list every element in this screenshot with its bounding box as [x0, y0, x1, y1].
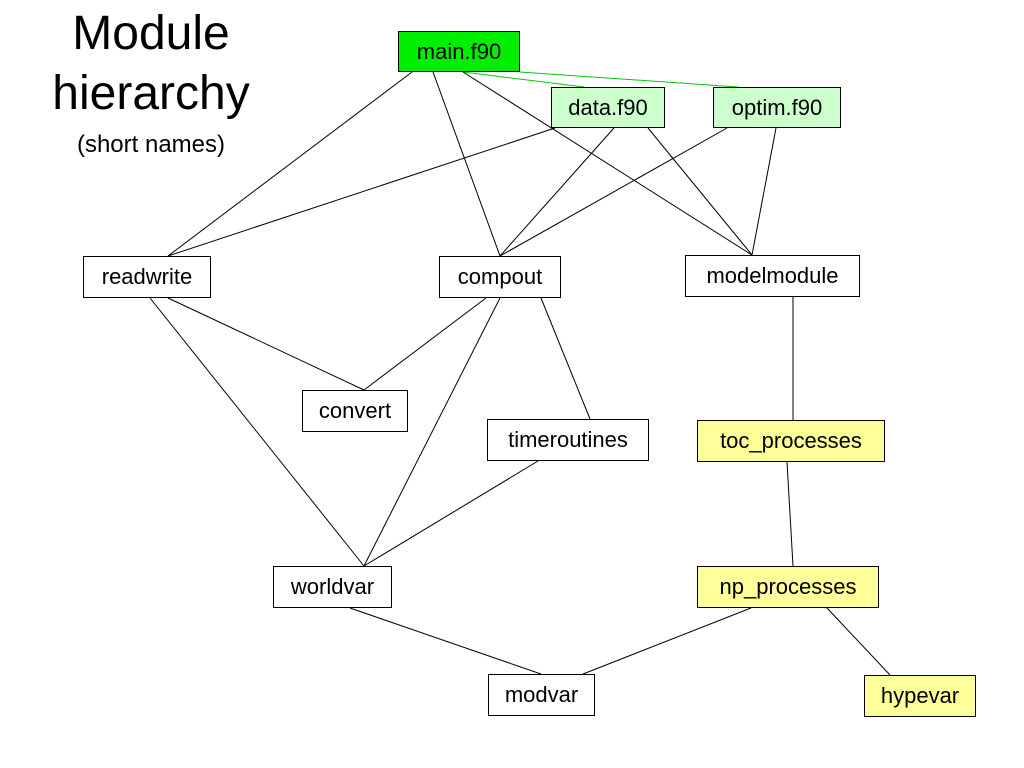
edge-readwrite-to-convert — [167, 297, 365, 391]
edge-data-f90-to-compout — [499, 127, 615, 257]
subtitle: (short names) — [76, 131, 226, 158]
node-np-processes: np_processes — [697, 566, 879, 608]
node-toc-processes: toc_processes — [697, 420, 885, 462]
node-modelmodule: modelmodule — [685, 255, 860, 297]
edge-compout-to-worldvar — [363, 297, 501, 567]
edge-compout-to-timeroutines — [540, 297, 591, 420]
title-block: Module hierarchy (short names) — [20, 4, 282, 160]
title-line-2: hierarchy — [52, 67, 250, 120]
edge-data-f90-to-modelmodule — [647, 127, 753, 256]
edge-optim-f90-to-modelmodule — [751, 127, 777, 256]
node-modvar: modvar — [488, 674, 595, 716]
title-line-1: Module — [72, 7, 230, 60]
edge-main-f90-to-readwrite — [167, 71, 413, 257]
edge-np_processes-to-hypevar — [826, 607, 891, 676]
edge-optim-f90-to-compout — [499, 127, 728, 257]
node-readwrite: readwrite — [83, 256, 211, 298]
edge-np_processes-to-modvar — [582, 607, 752, 675]
node-hypevar: hypevar — [864, 675, 976, 717]
edge-main-f90-to-optim-f90 — [519, 71, 739, 88]
edge-readwrite-to-worldvar — [149, 297, 365, 567]
edge-worldvar-to-modvar — [349, 607, 542, 675]
edge-compout-to-convert — [363, 297, 487, 391]
node-optim-f90: optim.f90 — [713, 87, 841, 128]
node-worldvar: worldvar — [273, 566, 392, 608]
node-data-f90: data.f90 — [551, 87, 665, 128]
edge-data-f90-to-readwrite — [167, 127, 556, 257]
edge-toc_processes-to-np_processes — [786, 461, 794, 567]
node-convert: convert — [302, 390, 408, 432]
node-main-f90: main.f90 — [398, 31, 520, 72]
edge-main-f90-to-compout — [432, 71, 501, 257]
edge-main-f90-to-data-f90 — [462, 71, 585, 88]
edge-timeroutines-to-worldvar — [363, 460, 539, 567]
node-compout: compout — [439, 256, 561, 298]
edge-main-f90-to-modelmodule — [462, 71, 753, 256]
node-timeroutines: timeroutines — [487, 419, 649, 461]
